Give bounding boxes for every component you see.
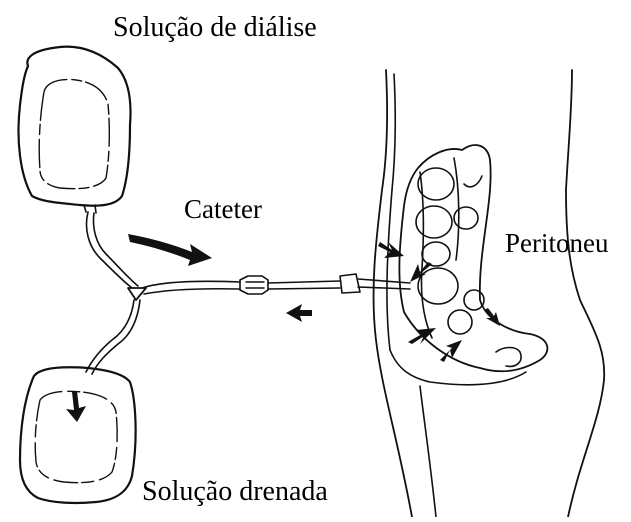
drained-solution-label: Solução drenada <box>142 478 328 506</box>
drained-solution-bag <box>20 367 136 503</box>
catheter-label: Cateter <box>184 196 262 223</box>
peritoneum-label: Peritoneu <box>505 230 608 257</box>
inflow-curved-arrow <box>128 234 212 266</box>
outflow-arrow <box>286 304 312 322</box>
dialysis-solution-bag <box>19 47 131 213</box>
dialysis-solution-label: Solução de diálise <box>113 14 317 42</box>
body-outline <box>374 70 605 517</box>
